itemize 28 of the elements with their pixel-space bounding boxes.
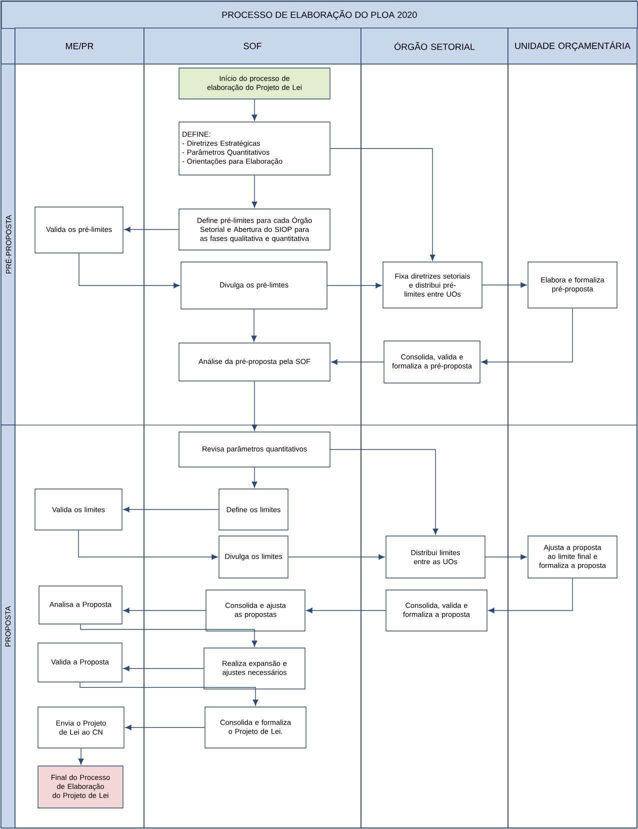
arrow: [306, 608, 386, 614]
arrow: [252, 381, 258, 431]
arrow: [125, 724, 205, 730]
arrow: [80, 624, 258, 647]
arrow: [330, 449, 438, 535]
arrow: [252, 99, 258, 121]
arrow: [330, 148, 436, 261]
lane-header: SOF: [144, 28, 362, 64]
arrow: [482, 282, 527, 288]
arrow: [252, 175, 258, 208]
arrow: [488, 578, 573, 614]
lane-header: ÓRGÃO SETORIAL: [360, 28, 508, 64]
arrow: [123, 666, 204, 672]
arrow: [78, 748, 84, 765]
arrow: [331, 359, 384, 365]
arrow: [327, 282, 382, 288]
arrow: [78, 253, 180, 288]
arrow: [485, 554, 527, 560]
arrow: [481, 308, 573, 365]
arrow: [288, 554, 385, 560]
arrow: [78, 530, 218, 560]
lane-header: UNIDADE ORÇAMENTÁRIA: [508, 28, 638, 64]
arrow: [80, 682, 258, 706]
arrow: [123, 608, 206, 614]
arrow: [124, 226, 179, 232]
arrow: [252, 467, 258, 488]
arrow: [123, 506, 219, 512]
arrow: [251, 309, 257, 342]
